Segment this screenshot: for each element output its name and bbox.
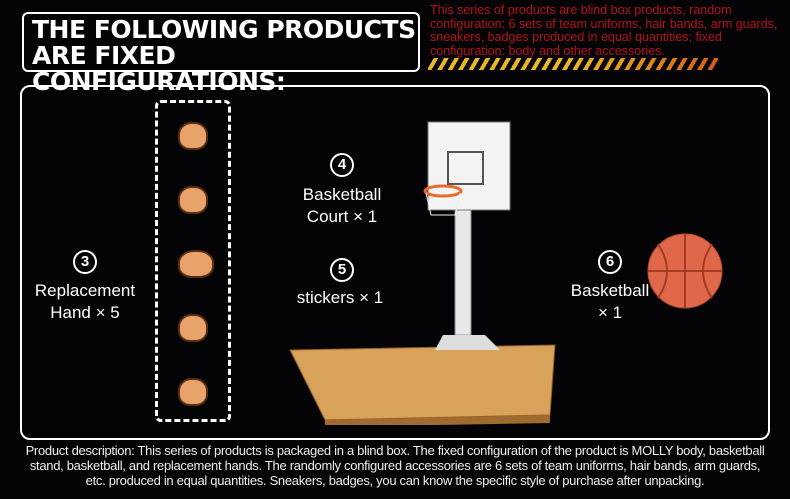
contents-frame: [20, 85, 770, 440]
item-number-4: 4: [330, 153, 354, 177]
label-line: Basketball: [302, 185, 382, 204]
title-line-1: THE FOLLOWING PRODUCTS: [32, 15, 416, 44]
label-line: Court × 1: [306, 207, 378, 226]
hand-peace-icon: [178, 122, 208, 150]
item-number-3: 3: [73, 250, 97, 274]
item-number-5: 5: [330, 258, 354, 282]
title-line-2: ARE FIXED CONFIGURATIONS:: [32, 41, 286, 96]
hand-grip-icon: [178, 378, 208, 406]
court-edge: [325, 415, 550, 425]
label-line: Basketball: [570, 281, 650, 300]
label-line: Hand × 5: [50, 303, 120, 322]
backboard-square: [447, 151, 484, 185]
decorative-stripes: [428, 58, 718, 70]
basketball-court-illustration: [289, 121, 556, 425]
hoop-pole: [454, 204, 472, 336]
court-floor: [289, 344, 556, 421]
hand-open-icon: [178, 250, 214, 278]
pole-base: [435, 335, 500, 350]
item-label-stickers: stickers × 1: [296, 288, 384, 307]
item-label-basketball: Basketball × 1: [530, 280, 690, 324]
product-description: Product description: This series of prod…: [25, 443, 765, 488]
label-line: Replacement: [34, 281, 136, 300]
hoop-net: [425, 192, 461, 216]
hand-point-icon: [178, 186, 208, 214]
page-title: THE FOLLOWING PRODUCTS ARE FIXED CONFIGU…: [22, 12, 420, 95]
item-number-6: 6: [598, 250, 622, 274]
hoop-rim: [423, 184, 463, 198]
config-note: This series of products are blind box pr…: [430, 3, 778, 58]
basketball-icon: [647, 233, 723, 309]
label-line: × 1: [597, 303, 623, 322]
hands-dashed-box: [155, 100, 231, 422]
hand-fist-icon: [178, 314, 208, 342]
